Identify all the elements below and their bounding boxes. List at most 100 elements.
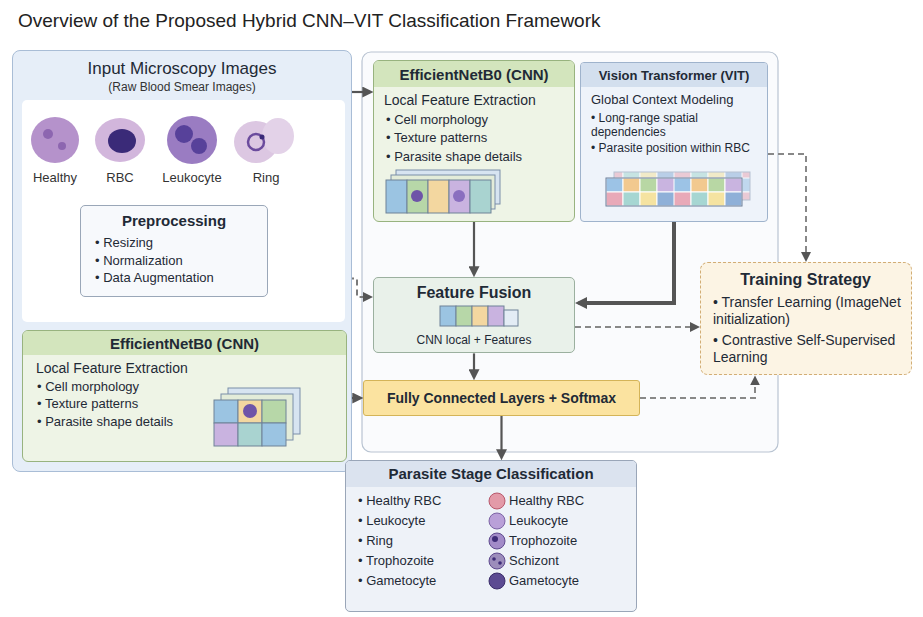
node-text: • Transfer Learning (ImageNet initializa… bbox=[713, 294, 903, 328]
node-text: Local Feature Extraction bbox=[36, 360, 336, 377]
model-panel-outline bbox=[362, 52, 778, 452]
cell-icon bbox=[243, 404, 257, 418]
node-text: • Texture patterns bbox=[37, 396, 217, 412]
node-text: CNN local + Features bbox=[374, 333, 574, 347]
node-heading: Feature Fusion bbox=[374, 283, 574, 302]
dashed-connector bbox=[768, 154, 806, 259]
ring-parasite bbox=[248, 134, 264, 150]
image-caption: Ring bbox=[216, 170, 316, 186]
feature-cube bbox=[214, 388, 300, 446]
class-icon bbox=[489, 573, 505, 589]
fusion-block bbox=[504, 310, 518, 326]
node-heading: Fully Connected Layers + Softmax bbox=[364, 390, 639, 407]
training-box: Training Strategy • Transfer Learning (Im… bbox=[700, 262, 912, 375]
cell-body bbox=[167, 116, 217, 164]
cube-cell bbox=[428, 180, 449, 213]
ring-dot bbox=[260, 135, 265, 140]
process-box: Preprocessing • Resizing • Normalization• … bbox=[80, 205, 268, 297]
diagram-title: Overview of the Proposed Hybrid CNN–VIT … bbox=[18, 10, 601, 33]
cell-body bbox=[31, 117, 79, 163]
class-icon-dot bbox=[498, 561, 502, 565]
fusion-block bbox=[472, 306, 488, 326]
node-text: • Parasite position within RBC bbox=[591, 141, 765, 155]
cell-lobe bbox=[191, 138, 207, 154]
cube-cell bbox=[214, 400, 238, 423]
fusion-blocks bbox=[440, 306, 518, 326]
node-text: • Normalization bbox=[95, 253, 265, 269]
cell-icon bbox=[453, 190, 465, 202]
fusion-block bbox=[440, 306, 456, 326]
cube-cell bbox=[262, 400, 286, 423]
dashed-connector bbox=[640, 378, 755, 398]
node-heading: Input Microscopy Images bbox=[13, 59, 351, 79]
node-heading: EfficientNetB0 (CNN) bbox=[23, 335, 346, 353]
class-icons bbox=[489, 493, 505, 589]
class-icon-dot bbox=[492, 557, 496, 561]
cube-cell bbox=[386, 180, 407, 213]
feature-cube bbox=[386, 170, 500, 213]
class-icon bbox=[489, 553, 505, 569]
arrow-connector bbox=[579, 222, 674, 303]
image-caption: Healthy bbox=[5, 170, 105, 186]
cell-icon bbox=[411, 190, 423, 202]
node-text: • Texture patterns bbox=[386, 130, 572, 146]
node-text: • Long-range spatial dependencies bbox=[591, 111, 765, 140]
node-text: Local Feature Extraction bbox=[384, 92, 572, 109]
cube-cell bbox=[470, 180, 491, 213]
node-text: Global Context Modeling bbox=[591, 92, 765, 108]
node-text: Trophozoite bbox=[509, 533, 633, 549]
grid-layer bbox=[606, 178, 742, 206]
class-icon bbox=[489, 513, 505, 529]
node-text: • Cell morphology bbox=[386, 112, 572, 128]
fusion-block bbox=[456, 306, 472, 326]
cell-body bbox=[262, 118, 294, 154]
node-text: • Trophozoite bbox=[358, 553, 498, 569]
node-heading: Parasite Stage Classification bbox=[346, 465, 636, 483]
cell-leukocyte bbox=[167, 116, 217, 164]
node-text: • Cell morphology bbox=[37, 379, 217, 395]
class-icon bbox=[489, 493, 505, 509]
node-text: • Healthy RBC bbox=[358, 493, 498, 509]
class-icon bbox=[489, 533, 505, 549]
node-text: Gametocyte bbox=[509, 573, 633, 589]
cell-granule bbox=[58, 142, 66, 150]
fusion-block bbox=[488, 306, 504, 326]
classifier-bar: Fully Connected Layers + Softmax bbox=[363, 380, 640, 416]
arrow-connector bbox=[473, 222, 475, 274]
node-text: • Ring bbox=[358, 533, 498, 549]
node-heading: Vision Transformer (VIT) bbox=[581, 68, 767, 84]
input-panel: Input Microscopy Images(Raw Blood Smear … bbox=[12, 50, 352, 472]
arrow-connector bbox=[500, 416, 502, 457]
node-text: • Data Augmentation bbox=[95, 270, 265, 286]
node-text: • Contrastive Self-Supervised Learning bbox=[713, 332, 903, 366]
node-heading: EfficientNetB0 (CNN) bbox=[374, 66, 574, 84]
cell-ring bbox=[234, 118, 294, 163]
node-heading: Training Strategy bbox=[701, 270, 910, 289]
cell-granule bbox=[43, 129, 53, 139]
node-text: (Raw Blood Smear Images) bbox=[13, 80, 351, 94]
arrow-connector bbox=[473, 353, 475, 377]
cube-cell bbox=[238, 400, 262, 423]
node-text: • Gametocyte bbox=[358, 573, 498, 589]
image-caption: Leukocyte bbox=[142, 170, 242, 186]
node-text: Healthy RBC bbox=[509, 493, 633, 509]
node-heading: Preprocessing bbox=[81, 212, 267, 230]
cube-cell bbox=[407, 180, 428, 213]
cell-nucleus bbox=[108, 129, 136, 153]
cube-cell bbox=[214, 423, 238, 446]
cell-lobe bbox=[175, 125, 193, 143]
class-icon-dot bbox=[492, 536, 498, 542]
cell-rbc bbox=[95, 118, 145, 162]
patch-grid bbox=[606, 172, 750, 206]
output-box: Parasite Stage Classification • Healthy R… bbox=[345, 460, 637, 612]
node-text: Leukocyte bbox=[509, 513, 633, 529]
cube-cell bbox=[262, 423, 286, 446]
node-text: • Leukocyte bbox=[358, 513, 498, 529]
cube-cell bbox=[449, 180, 470, 213]
image-caption: RBC bbox=[70, 170, 170, 186]
node-text: • Resizing bbox=[95, 235, 265, 251]
cell-healthy bbox=[31, 117, 79, 163]
arrow-connector bbox=[352, 91, 370, 93]
cell-body bbox=[95, 118, 145, 162]
node-text: • Parasite shape details bbox=[386, 149, 572, 165]
